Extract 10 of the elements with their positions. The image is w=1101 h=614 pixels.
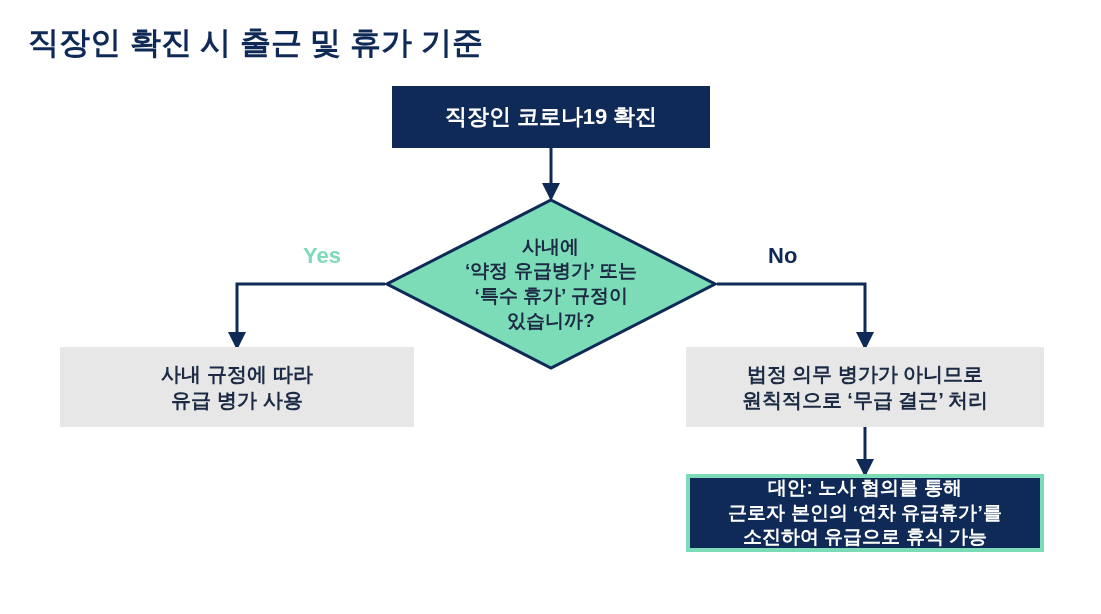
process-box: 사내 규정에 따라 유급 병가 사용 [60, 347, 414, 427]
arrow [856, 427, 874, 477]
start-box: 직장인 코로나19 확진 [392, 86, 710, 148]
decision-diamond: 사내에 ‘약정 유급병가’ 또는 ‘특수 휴가’ 규정이 있습니까? [385, 198, 717, 370]
result-box: 대안: 노사 협의를 통해 근로자 본인의 ‘연차 유급휴가’를 소진하여 유급으로 휴식 가능 [686, 474, 1044, 552]
title: 직장인 확진 시 출근 및 휴가 기준 [28, 24, 483, 62]
process-box: 법정 의무 병가가 아니므로 원칙적으로 ‘무급 결근’ 처리 [686, 347, 1044, 427]
arrow [717, 282, 874, 350]
arrow [228, 282, 385, 350]
arrow [542, 148, 560, 201]
